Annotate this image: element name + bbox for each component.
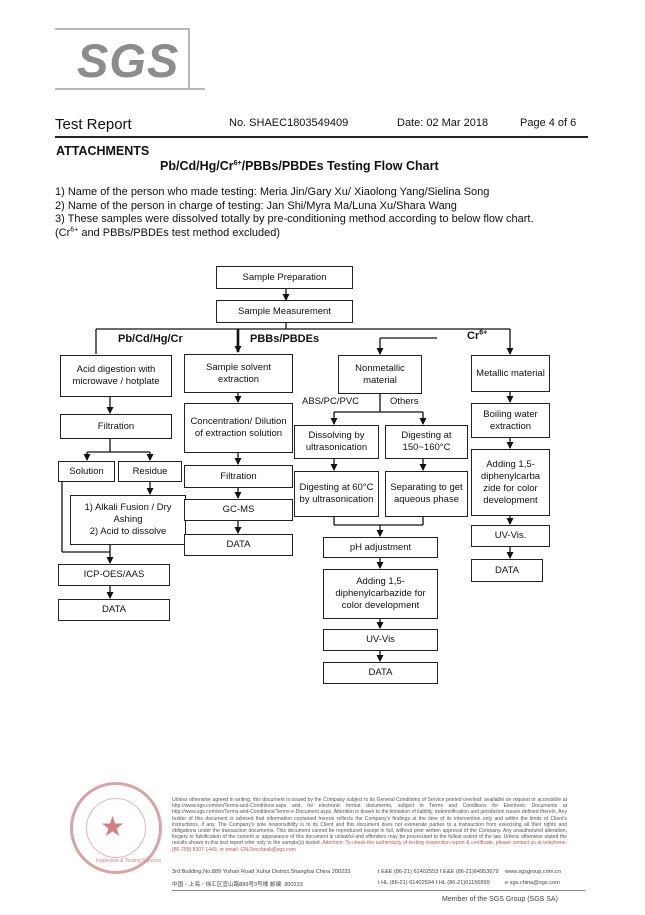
website: www.sgsgroup.com.cn	[505, 869, 561, 875]
page-number: Page 4 of 6	[520, 117, 577, 129]
terms-text: Unless otherwise agreed in writing, this…	[172, 797, 567, 853]
email: e sgs.china@sgs.com	[505, 880, 560, 886]
solution-box: Solution	[58, 461, 115, 482]
icp-oes-box: ICP-OES/AAS	[58, 564, 170, 586]
digesting-60-box: Digesting at 60°C by ultrasonication	[294, 471, 379, 517]
report-number: No. SHAEC1803549409	[229, 117, 349, 129]
member-statement: Member of the SGS Group (SGS SA)	[442, 896, 558, 903]
note-2: 2) Name of the person in charge of testi…	[55, 199, 457, 212]
abs-pc-pvc-label: ABS/PC/PVC	[302, 396, 360, 407]
metals-data-box: DATA	[58, 599, 170, 621]
pbbs-filtration-box: Filtration	[184, 465, 293, 488]
concentration-box: Concentration/ Dilution of extraction so…	[184, 403, 293, 453]
telephone-hl: t HL (86-21) 61402594 f HL (86-21)611568…	[378, 880, 490, 886]
metal-diphenylcarbazide-box: Adding 1,5-diphenylcarba zide for color …	[471, 449, 550, 516]
nonmetallic-material-box: Nonmetallic material	[338, 355, 422, 394]
digesting-150-box: Digesting at 150~160°C	[385, 425, 468, 459]
nonmetal-diphenylcarbazide-box: Adding 1,5-diphenylcarbazide for color d…	[323, 569, 438, 619]
header-rule	[55, 136, 588, 138]
solvent-extraction-box: Sample solvent extraction	[184, 354, 293, 393]
alkali-fusion-box: 1) Alkali Fusion / Dry Ashing 2) Acid to…	[70, 495, 186, 545]
address-chinese: 中国・上海・徐汇区宜山路889号3号楼 邮编: 200233	[172, 882, 303, 888]
boiling-water-box: Boiling water extraction	[471, 403, 550, 438]
ph-adjustment-box: pH adjustment	[323, 537, 438, 558]
acid-digestion-box: Acid digestion with microwave / hotplate	[60, 355, 172, 397]
seal-text: Inspection & Testing Services	[96, 858, 162, 864]
metals-filtration-box: Filtration	[60, 414, 172, 439]
metal-uvvis-box: UV-Vis.	[471, 525, 550, 547]
telephone-ee: t E&E (86-21) 61402553 f E&E (86-21)6495…	[378, 869, 499, 875]
attachments-heading: ATTACHMENTS	[56, 144, 150, 158]
note-1: 1) Name of the person who made testing: …	[55, 186, 490, 198]
note-3: 3) These samples were dissolved totally …	[55, 213, 534, 226]
gcms-box: GC-MS	[184, 499, 293, 521]
branch-label-cr6: Cr6+	[467, 329, 488, 342]
address-english: 3rd Building,No.889 Yishan Road Xuhui Di…	[172, 869, 351, 875]
metallic-material-box: Metallic material	[471, 355, 550, 392]
branch-label-pbbs: PBBs/PBDEs	[250, 333, 320, 345]
company-seal-inner	[86, 798, 146, 858]
sample-preparation-box: Sample Preparation	[216, 266, 353, 289]
residue-box: Residue	[118, 461, 182, 482]
report-title: Test Report	[55, 116, 132, 133]
company-seal	[70, 782, 162, 874]
branch-label-metals: Pb/Cd/Hg/Cr	[118, 333, 183, 345]
dissolving-ultrasonication-box: Dissolving by ultrasonication	[294, 425, 379, 459]
nonmetal-data-box: DATA	[323, 662, 438, 684]
note-4: (Cr6+ and PBBs/PBDEs test method exclude…	[55, 226, 281, 239]
notes: 1) Name of the person who made testing: …	[55, 186, 534, 240]
others-label: Others	[390, 396, 419, 407]
pbbs-data-box: DATA	[184, 534, 293, 556]
sample-measurement-box: Sample Measurement	[216, 300, 353, 323]
seal-star-icon: ★	[100, 811, 126, 842]
report-date: Date: 02 Mar 2018	[397, 117, 489, 129]
footer-rule	[172, 890, 585, 891]
separating-aqueous-box: Separating to get aqueous phase	[385, 471, 468, 517]
sgs-logo-text: SGS	[77, 34, 180, 87]
flow-chart-title: Pb/Cd/Hg/Cr6+/PBBs/PBDEs Testing Flow Ch…	[160, 159, 439, 173]
metal-data-box: DATA	[471, 559, 543, 582]
nonmetal-uvvis-box: UV-Vis	[323, 629, 438, 651]
